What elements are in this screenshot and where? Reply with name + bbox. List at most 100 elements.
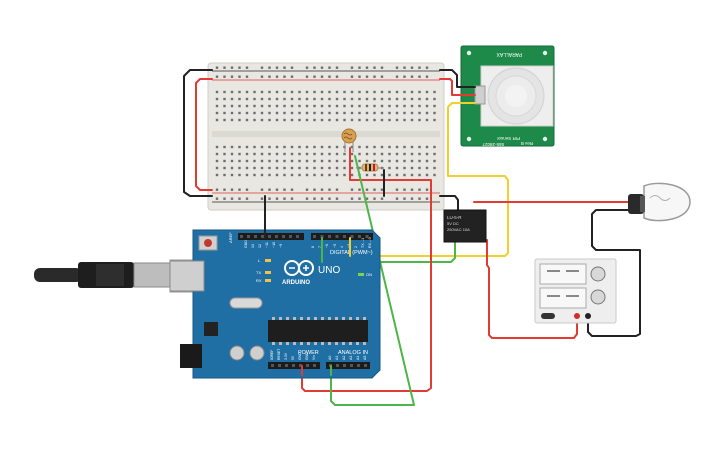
rail-hole[interactable] [320, 66, 324, 69]
breadboard-hole[interactable] [410, 111, 414, 115]
rail-hole[interactable] [403, 75, 406, 78]
breadboard-hole[interactable] [350, 173, 354, 177]
wire-red-rail-loop[interactable] [195, 78, 213, 191]
breadboard-hole[interactable] [313, 159, 316, 163]
rail-hole[interactable] [410, 75, 414, 78]
rail-hole[interactable] [230, 197, 234, 200]
breadboard-hole[interactable] [403, 166, 406, 170]
rail-hole[interactable] [238, 188, 241, 191]
breadboard-hole[interactable] [260, 104, 264, 108]
breadboard-hole[interactable] [350, 118, 354, 122]
breadboard-hole[interactable] [380, 173, 384, 177]
rail-hole[interactable] [290, 188, 294, 191]
breadboard-hole[interactable] [223, 166, 226, 170]
rail-hole[interactable] [238, 197, 241, 200]
breadboard-hole[interactable] [275, 152, 279, 156]
breadboard-hole[interactable] [425, 111, 429, 115]
rail-hole[interactable] [418, 197, 421, 200]
breadboard-hole[interactable] [358, 159, 361, 163]
breadboard-hole[interactable] [403, 173, 406, 177]
breadboard-hole[interactable] [298, 118, 301, 122]
breadboard-hole[interactable] [358, 111, 361, 115]
rail-hole[interactable] [365, 66, 369, 69]
header-pin[interactable] [343, 235, 346, 238]
breadboard-hole[interactable] [313, 118, 316, 122]
breadboard-hole[interactable] [343, 173, 346, 177]
breadboard-hole[interactable] [403, 104, 406, 108]
breadboard-hole[interactable] [433, 166, 436, 170]
breadboard-hole[interactable] [260, 90, 264, 94]
rail-hole[interactable] [223, 188, 226, 191]
breadboard-hole[interactable] [260, 152, 264, 156]
rail-hole[interactable] [320, 75, 324, 78]
rail-hole[interactable] [365, 75, 369, 78]
breadboard-hole[interactable] [373, 173, 376, 177]
rail-hole[interactable] [290, 75, 294, 78]
breadboard-hole[interactable] [425, 90, 429, 94]
breadboard-hole[interactable] [275, 159, 279, 163]
breadboard-hole[interactable] [395, 111, 399, 115]
breadboard-hole[interactable] [253, 173, 256, 177]
breadboard-hole[interactable] [403, 90, 406, 94]
rail-hole[interactable] [245, 75, 249, 78]
rail-hole[interactable] [425, 75, 429, 78]
breadboard-hole[interactable] [320, 159, 324, 163]
breadboard-hole[interactable] [410, 118, 414, 122]
breadboard-hole[interactable] [358, 145, 361, 149]
breadboard-hole[interactable] [328, 166, 331, 170]
positive-terminal[interactable] [574, 313, 580, 319]
breadboard-hole[interactable] [305, 90, 309, 94]
breadboard-hole[interactable] [298, 173, 301, 177]
breadboard-holes[interactable] [215, 66, 436, 200]
wire-black-lamp-supply[interactable] [587, 209, 641, 337]
rail-hole[interactable] [230, 75, 234, 78]
breadboard-hole[interactable] [283, 166, 286, 170]
breadboard-hole[interactable] [313, 90, 316, 94]
header-pin[interactable] [254, 235, 257, 238]
rail-hole[interactable] [313, 66, 316, 69]
rail-hole[interactable] [245, 197, 249, 200]
breadboard-hole[interactable] [320, 145, 324, 149]
breadboard-hole[interactable] [275, 111, 279, 115]
header-pin[interactable] [313, 364, 316, 367]
breadboard-hole[interactable] [335, 152, 339, 156]
header-pin[interactable] [320, 235, 324, 238]
breadboard-hole[interactable] [305, 97, 309, 101]
breadboard-hole[interactable] [253, 118, 256, 122]
breadboard-hole[interactable] [388, 111, 391, 115]
breadboard-hole[interactable] [343, 166, 346, 170]
breadboard-hole[interactable] [343, 90, 346, 94]
wire-black-pir-gnd[interactable] [439, 69, 476, 88]
header-pin[interactable] [343, 364, 346, 367]
breadboard-hole[interactable] [410, 97, 414, 101]
breadboard-hole[interactable] [230, 104, 234, 108]
breadboard-hole[interactable] [275, 166, 279, 170]
rail-hole[interactable] [380, 66, 384, 69]
wire-yellow-pir-signal[interactable] [349, 102, 509, 257]
breadboard-hole[interactable] [230, 97, 234, 101]
breadboard-hole[interactable] [230, 166, 234, 170]
breadboard-hole[interactable] [260, 145, 264, 149]
breadboard-hole[interactable] [268, 173, 271, 177]
header-pin[interactable] [350, 364, 353, 367]
header-pin[interactable] [278, 364, 281, 367]
breadboard-hole[interactable] [298, 159, 301, 163]
breadboard-hole[interactable] [365, 118, 369, 122]
breadboard-hole[interactable] [290, 111, 294, 115]
breadboard-hole[interactable] [245, 159, 249, 163]
rail-hole[interactable] [290, 197, 294, 200]
breadboard-hole[interactable] [275, 90, 279, 94]
breadboard-hole[interactable] [358, 104, 361, 108]
breadboard-hole[interactable] [425, 152, 429, 156]
rail-hole[interactable] [380, 75, 384, 78]
rail-hole[interactable] [260, 188, 264, 191]
rail-hole[interactable] [410, 197, 414, 200]
rail-hole[interactable] [215, 75, 219, 78]
rail-hole[interactable] [215, 188, 219, 191]
rail-hole[interactable] [320, 188, 324, 191]
rail-hole[interactable] [365, 188, 369, 191]
breadboard-hole[interactable] [230, 152, 234, 156]
rail-hole[interactable] [395, 197, 399, 200]
photoresistor[interactable] [341, 128, 357, 152]
